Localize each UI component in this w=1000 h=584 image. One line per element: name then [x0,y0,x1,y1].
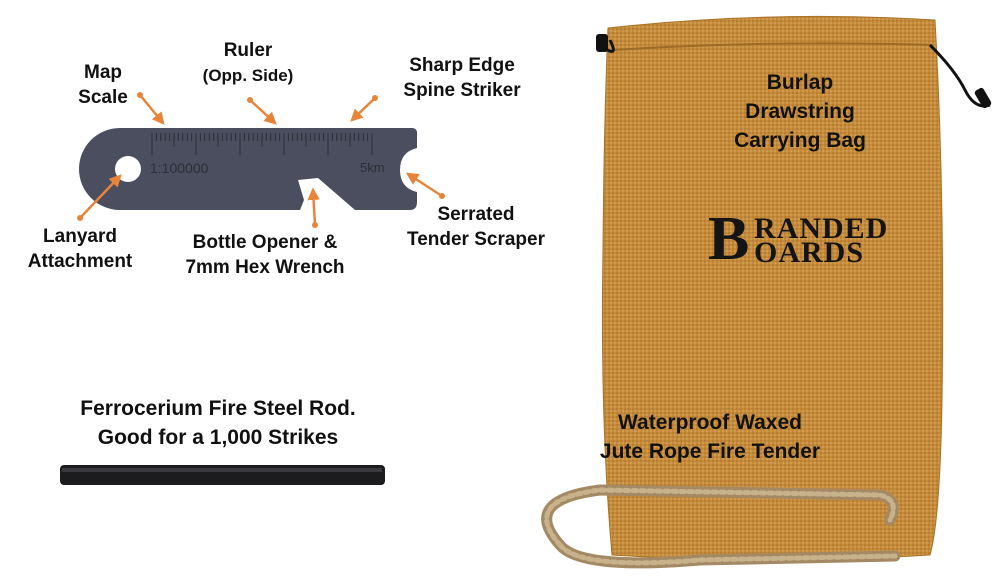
distance-marking: 5km [360,160,385,175]
callout-arrows [79,94,443,226]
burlap-bag [596,15,992,561]
rod-label: Ferrocerium Fire Steel Rod.Good for a 1,… [80,397,356,449]
jute-rope [541,484,901,569]
scale-marking: 1:100000 [150,160,209,176]
callout-ruler: Ruler(Opp. Side) [202,40,294,85]
callout-bottle-opener: Bottle Opener &7mm Hex Wrench [185,232,345,278]
multitool [79,128,418,210]
